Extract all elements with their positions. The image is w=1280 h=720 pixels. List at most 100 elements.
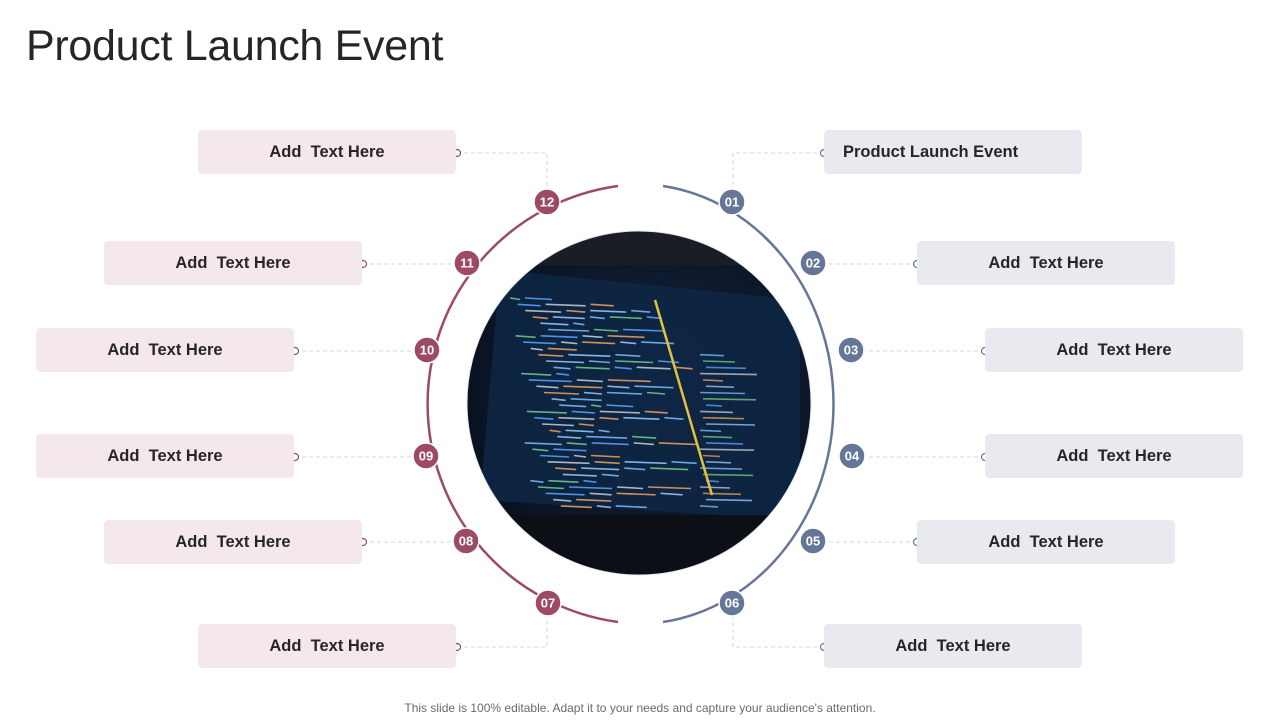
code-line bbox=[615, 505, 647, 509]
code-line bbox=[609, 316, 642, 320]
step-number-04: 04 bbox=[845, 449, 860, 464]
code-line bbox=[699, 467, 743, 470]
code-line bbox=[636, 366, 671, 370]
code-line bbox=[562, 473, 597, 477]
code-line bbox=[705, 461, 732, 464]
code-line bbox=[699, 505, 719, 508]
code-line bbox=[581, 467, 620, 471]
connector-line-06 bbox=[732, 617, 824, 648]
step-label-09: Add Text Here bbox=[107, 446, 223, 465]
code-line bbox=[568, 353, 611, 357]
connector-line-07 bbox=[457, 617, 548, 648]
code-line bbox=[664, 416, 684, 420]
connector-line-12 bbox=[457, 152, 548, 188]
step-box-04[interactable]: Add Text Here bbox=[985, 434, 1243, 478]
code-line bbox=[634, 385, 674, 389]
right-arc bbox=[662, 184, 835, 624]
code-line bbox=[702, 360, 736, 363]
code-line bbox=[576, 379, 603, 383]
code-line bbox=[558, 416, 595, 420]
step-label-06: Add Text Here bbox=[895, 636, 1011, 655]
step-number-11: 11 bbox=[460, 256, 474, 271]
code-line bbox=[530, 479, 544, 483]
code-line bbox=[622, 328, 665, 332]
code-line bbox=[607, 335, 645, 339]
code-line bbox=[540, 322, 569, 326]
step-box-12[interactable]: Add Text Here bbox=[198, 130, 456, 174]
code-line bbox=[705, 366, 747, 370]
code-line bbox=[563, 385, 603, 389]
code-line bbox=[702, 454, 721, 458]
step-box-01[interactable]: Product Launch Event bbox=[824, 130, 1082, 174]
code-line bbox=[624, 461, 667, 465]
step-box-09[interactable]: Add Text Here bbox=[36, 434, 294, 478]
step-number-10: 10 bbox=[420, 343, 434, 358]
code-line bbox=[596, 505, 611, 509]
code-line bbox=[573, 322, 585, 326]
code-line bbox=[532, 316, 548, 320]
code-line bbox=[545, 492, 585, 496]
code-line bbox=[524, 442, 562, 446]
code-line bbox=[593, 328, 619, 332]
step-label-10: Add Text Here bbox=[107, 340, 223, 359]
step-label-08: Add Text Here bbox=[175, 532, 291, 551]
step-box-02[interactable]: Add Text Here bbox=[917, 241, 1175, 285]
code-line bbox=[631, 309, 651, 313]
code-line bbox=[590, 309, 627, 313]
code-line bbox=[537, 486, 565, 490]
step-badge-09 bbox=[412, 442, 440, 470]
step-label-05: Add Text Here bbox=[988, 532, 1104, 551]
code-line bbox=[599, 416, 619, 420]
step-box-11[interactable]: Add Text Here bbox=[104, 241, 362, 285]
code-line bbox=[632, 435, 657, 439]
code-line bbox=[699, 372, 758, 376]
code-line bbox=[699, 486, 731, 489]
code-line bbox=[616, 486, 644, 490]
step-label-01: Product Launch Event bbox=[843, 142, 1019, 161]
step-label-03: Add Text Here bbox=[1056, 340, 1172, 359]
code-line bbox=[705, 423, 756, 426]
step-box-05[interactable]: Add Text Here bbox=[917, 520, 1175, 564]
code-line bbox=[556, 372, 570, 376]
step-box-03[interactable]: Add Text Here bbox=[985, 328, 1243, 372]
step-number-03: 03 bbox=[844, 343, 858, 358]
step-label-12: Add Text Here bbox=[269, 142, 385, 161]
step-label-11: Add Text Here bbox=[175, 253, 291, 272]
code-line bbox=[560, 505, 592, 509]
left-arc bbox=[426, 184, 619, 624]
code-line bbox=[615, 353, 641, 357]
code-line bbox=[650, 467, 689, 471]
code-line bbox=[559, 404, 587, 408]
step-box-06[interactable]: Add Text Here bbox=[824, 624, 1082, 668]
code-line bbox=[591, 404, 602, 408]
code-line bbox=[570, 398, 602, 402]
code-line bbox=[509, 297, 521, 301]
slide-title: Product Launch Event bbox=[26, 22, 444, 70]
step-box-07[interactable]: Add Text Here bbox=[198, 624, 456, 668]
code-line bbox=[699, 429, 722, 433]
code-line bbox=[614, 366, 632, 370]
code-line bbox=[532, 448, 549, 452]
code-line bbox=[660, 492, 683, 496]
code-line bbox=[553, 498, 572, 502]
code-line bbox=[543, 391, 580, 395]
code-line bbox=[620, 341, 637, 345]
step-box-08[interactable]: Add Text Here bbox=[104, 520, 362, 564]
step-box-10[interactable]: Add Text Here bbox=[36, 328, 294, 372]
code-line bbox=[705, 404, 723, 407]
code-line bbox=[590, 454, 621, 458]
code-line bbox=[589, 492, 612, 496]
code-line bbox=[583, 391, 603, 395]
code-line bbox=[521, 372, 552, 376]
code-line bbox=[517, 303, 541, 307]
code-line bbox=[644, 410, 668, 414]
step-badge-04 bbox=[838, 442, 866, 470]
code-line bbox=[623, 416, 660, 420]
step-badge-05 bbox=[799, 527, 827, 555]
code-line bbox=[699, 448, 755, 451]
code-line bbox=[552, 316, 585, 320]
code-line bbox=[702, 473, 754, 477]
step-number-05: 05 bbox=[806, 534, 820, 549]
code-line bbox=[705, 442, 744, 445]
